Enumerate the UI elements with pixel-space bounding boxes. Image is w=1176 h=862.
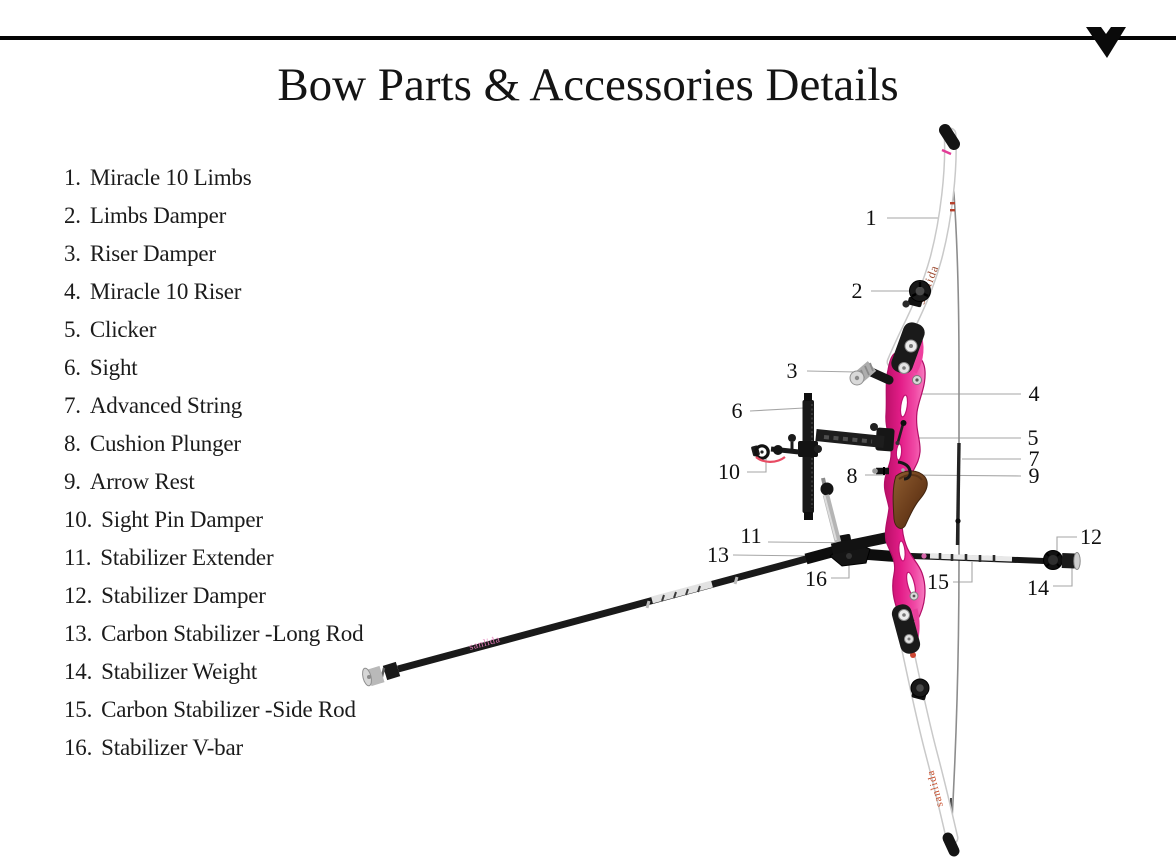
part-list-item-14: 14. Stabilizer Weight bbox=[64, 653, 363, 691]
part-number: 7. bbox=[64, 393, 81, 418]
part-list-item-2: 2. Limbs Damper bbox=[64, 197, 363, 235]
riser-damper bbox=[849, 361, 894, 386]
part-label: Advanced String bbox=[89, 393, 243, 418]
part-number: 2. bbox=[64, 203, 81, 228]
part-number: 16. bbox=[64, 735, 93, 760]
callout-number-12: 12 bbox=[1080, 524, 1102, 549]
part-number: 4. bbox=[64, 279, 81, 304]
part-number: 9. bbox=[64, 469, 81, 494]
callout-number-14: 14 bbox=[1027, 575, 1049, 600]
part-label: Carbon Stabilizer -Long Rod bbox=[101, 621, 364, 646]
part-number: 15. bbox=[64, 697, 93, 722]
part-number: 11. bbox=[64, 545, 92, 570]
part-label: Sight Pin Damper bbox=[101, 507, 263, 532]
leader-line-12 bbox=[1056, 536, 1077, 552]
part-number: 8. bbox=[64, 431, 81, 456]
clicker bbox=[895, 420, 907, 445]
callout-number-1: 1 bbox=[865, 205, 877, 230]
part-list-item-8: 8. Cushion Plunger bbox=[64, 425, 363, 463]
callout-number-16: 16 bbox=[805, 566, 827, 591]
part-label: Limbs Damper bbox=[89, 203, 227, 228]
parts-list: 1. Miracle 10 Limbs 2. Limbs Damper 3. Riser … bbox=[64, 159, 364, 767]
sight bbox=[798, 393, 895, 520]
callout-number-7: 7 bbox=[1028, 446, 1040, 471]
leader-line-15 bbox=[953, 562, 973, 583]
part-number: 10. bbox=[64, 507, 93, 532]
part-number: 13. bbox=[64, 621, 93, 646]
part-list-item-7: 7. Advanced String bbox=[64, 387, 363, 425]
top-rule bbox=[0, 36, 1176, 40]
upper-limb-pocket bbox=[891, 322, 925, 374]
part-label: Sight bbox=[89, 355, 138, 380]
part-list-item-6: 6. Sight bbox=[64, 349, 363, 387]
part-list-item-5: 5. Clicker bbox=[64, 311, 363, 349]
sight-pin-assembly bbox=[751, 434, 800, 463]
part-list-item-4: 4. Miracle 10 Riser bbox=[64, 273, 363, 311]
callout-number-8: 8 bbox=[846, 463, 858, 488]
part-number: 1. bbox=[64, 165, 81, 190]
stabilizer-damper-weight bbox=[1043, 550, 1081, 570]
upper-limb: sanlida bbox=[886, 127, 957, 369]
part-number: 5. bbox=[64, 317, 81, 342]
long-rod-brand-text: sanlida bbox=[468, 634, 502, 653]
chevron-v-icon bbox=[1086, 27, 1126, 58]
part-label: Riser Damper bbox=[89, 241, 216, 266]
side-rod bbox=[859, 548, 1045, 564]
leader-line-9 bbox=[906, 474, 1022, 477]
leader-line-13 bbox=[732, 554, 812, 557]
page-title: Bow Parts & Accessories Details bbox=[277, 59, 899, 111]
callout-number-3: 3 bbox=[786, 358, 798, 383]
callout-number-4: 4 bbox=[1028, 381, 1040, 406]
part-label: Stabilizer Weight bbox=[101, 659, 258, 684]
part-number: 14. bbox=[64, 659, 93, 684]
part-label: Arrow Rest bbox=[89, 469, 195, 494]
lower-limb-pocket bbox=[891, 604, 921, 654]
part-label: Miracle 10 Riser bbox=[89, 279, 242, 304]
part-number: 3. bbox=[64, 241, 81, 266]
callout-number-9: 9 bbox=[1028, 463, 1040, 488]
part-list-item-11: 11. Stabilizer Extender bbox=[64, 539, 363, 577]
part-list-item-10: 10. Sight Pin Damper bbox=[64, 501, 363, 539]
callout-number-6: 6 bbox=[731, 398, 743, 423]
callout-number-2: 2 bbox=[851, 278, 863, 303]
support-rod bbox=[820, 477, 842, 543]
part-list-item-9: 9. Arrow Rest bbox=[64, 463, 363, 501]
part-label: Stabilizer V-bar bbox=[101, 735, 243, 760]
leader-line-3 bbox=[806, 370, 857, 373]
part-label: Stabilizer Extender bbox=[100, 545, 274, 570]
bow-string bbox=[948, 139, 961, 839]
callout-number-13: 13 bbox=[707, 542, 729, 567]
limb-tip-caps bbox=[939, 124, 960, 857]
part-label: Carbon Stabilizer -Side Rod bbox=[101, 697, 356, 722]
callout-number-10: 10 bbox=[718, 459, 740, 484]
part-number: 6. bbox=[64, 355, 81, 380]
upper-limb-damper bbox=[902, 280, 931, 308]
arrow-rest bbox=[897, 460, 912, 481]
part-label: Clicker bbox=[89, 317, 157, 342]
part-list-item-3: 3. Riser Damper bbox=[64, 235, 363, 273]
callout-number-11: 11 bbox=[740, 523, 762, 548]
lower-limb-damper bbox=[910, 678, 930, 701]
part-label: Cushion Plunger bbox=[89, 431, 241, 456]
part-number: 12. bbox=[64, 583, 93, 608]
part-list-item-13: 13. Carbon Stabilizer -Long Rod bbox=[64, 615, 364, 653]
part-list-item-16: 16. Stabilizer V-bar bbox=[64, 729, 363, 767]
callout-number-5: 5 bbox=[1027, 425, 1039, 450]
part-list-item-15: 15. Carbon Stabilizer -Side Rod bbox=[64, 691, 363, 729]
long-rod: sanlida bbox=[362, 543, 845, 687]
lower-limb: sanlida bbox=[894, 611, 959, 845]
cushion-plunger bbox=[872, 467, 889, 475]
part-list-item-1: 1. Miracle 10 Limbs bbox=[64, 159, 363, 197]
leader-line-16 bbox=[831, 563, 850, 579]
part-label: Stabilizer Damper bbox=[101, 583, 266, 608]
grip bbox=[892, 470, 928, 529]
callout-number-15: 15 bbox=[927, 569, 949, 594]
part-label: Miracle 10 Limbs bbox=[89, 165, 252, 190]
leader-line-14 bbox=[1053, 567, 1073, 587]
leader-line-6 bbox=[749, 407, 805, 412]
part-list-item-12: 12. Stabilizer Damper bbox=[64, 577, 363, 615]
